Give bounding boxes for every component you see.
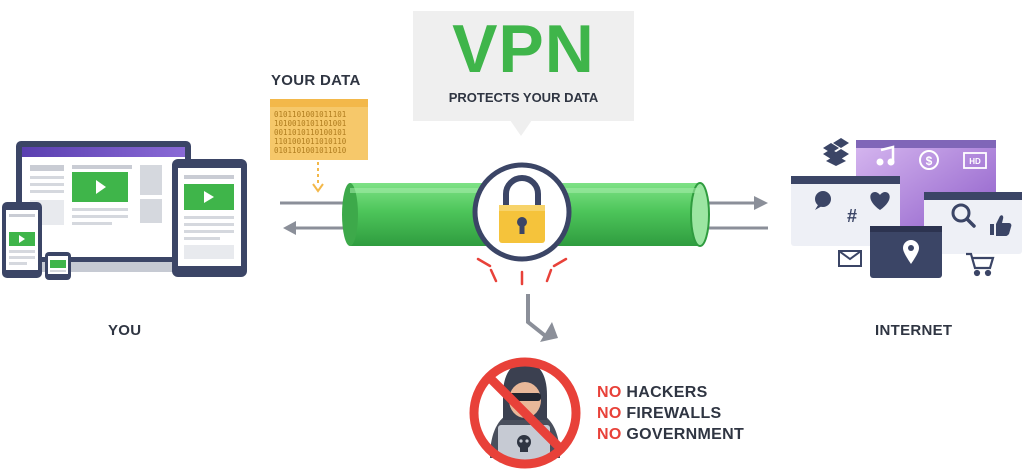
dropbox-icon: [823, 138, 849, 166]
svg-text:HD: HD: [969, 157, 981, 166]
binary-line: 1010010101101001: [274, 119, 346, 128]
chat-bubble-icon: [815, 191, 831, 210]
binary-line: 0101101001011010: [274, 146, 347, 155]
threat-item: FIREWALLS: [626, 405, 722, 422]
vpn-title: VPN: [452, 11, 595, 87]
hashtag-icon: #: [847, 206, 857, 226]
location-pin-icon: [903, 240, 919, 264]
heart-icon: [870, 192, 890, 210]
threat-prefix: NO: [597, 384, 622, 401]
mail-icon: [838, 250, 862, 267]
small-phone-icon: [45, 252, 71, 280]
threat-line-hackers: NO HACKERS: [597, 384, 708, 402]
threat-item: HACKERS: [626, 384, 708, 401]
threat-line-government: NO GOVERNMENT: [597, 426, 744, 444]
binary-text: 0101101001011101101001010110100100110101…: [274, 110, 347, 155]
phone-icon: [2, 202, 42, 278]
internet-label: INTERNET: [875, 322, 953, 339]
laptop-icon: [6, 141, 200, 272]
thumbs-up-icon: [990, 215, 1012, 236]
deflect-arrow: [526, 294, 558, 342]
no-sign-icon: [469, 357, 581, 469]
search-icon: [951, 203, 976, 228]
svg-text:$: $: [926, 154, 933, 168]
padlock-icon: [472, 162, 572, 262]
threat-line-firewalls: NO FIREWALLS: [597, 405, 722, 423]
threat-prefix: NO: [597, 426, 622, 443]
threat-item: GOVERNMENT: [626, 426, 745, 443]
shopping-cart-icon: [966, 252, 995, 277]
dollar-icon: $: [919, 150, 939, 170]
you-label: YOU: [108, 322, 142, 339]
data-file-icon: [270, 99, 368, 160]
vpn-subtitle: PROTECTS YOUR DATA: [448, 90, 599, 105]
your-data-label: YOUR DATA: [271, 72, 361, 89]
binary-line: 0011010110100101: [274, 128, 346, 137]
left-arrows: [280, 201, 346, 235]
hd-video-icon: HD: [963, 152, 987, 169]
data-drop-arrow: [312, 162, 324, 193]
threat-prefix: NO: [597, 405, 622, 422]
binary-line: 1101001011010110: [274, 137, 347, 146]
vpn-callout-tail: [510, 120, 532, 136]
binary-line: 0101101001011101: [274, 110, 346, 119]
tablet-icon: [172, 159, 247, 277]
svg-text:#: #: [847, 206, 857, 226]
vpn-callout: [413, 11, 634, 121]
music-note-icon: [876, 145, 895, 166]
right-arrows: [702, 196, 768, 230]
burst-lines: [476, 257, 568, 286]
